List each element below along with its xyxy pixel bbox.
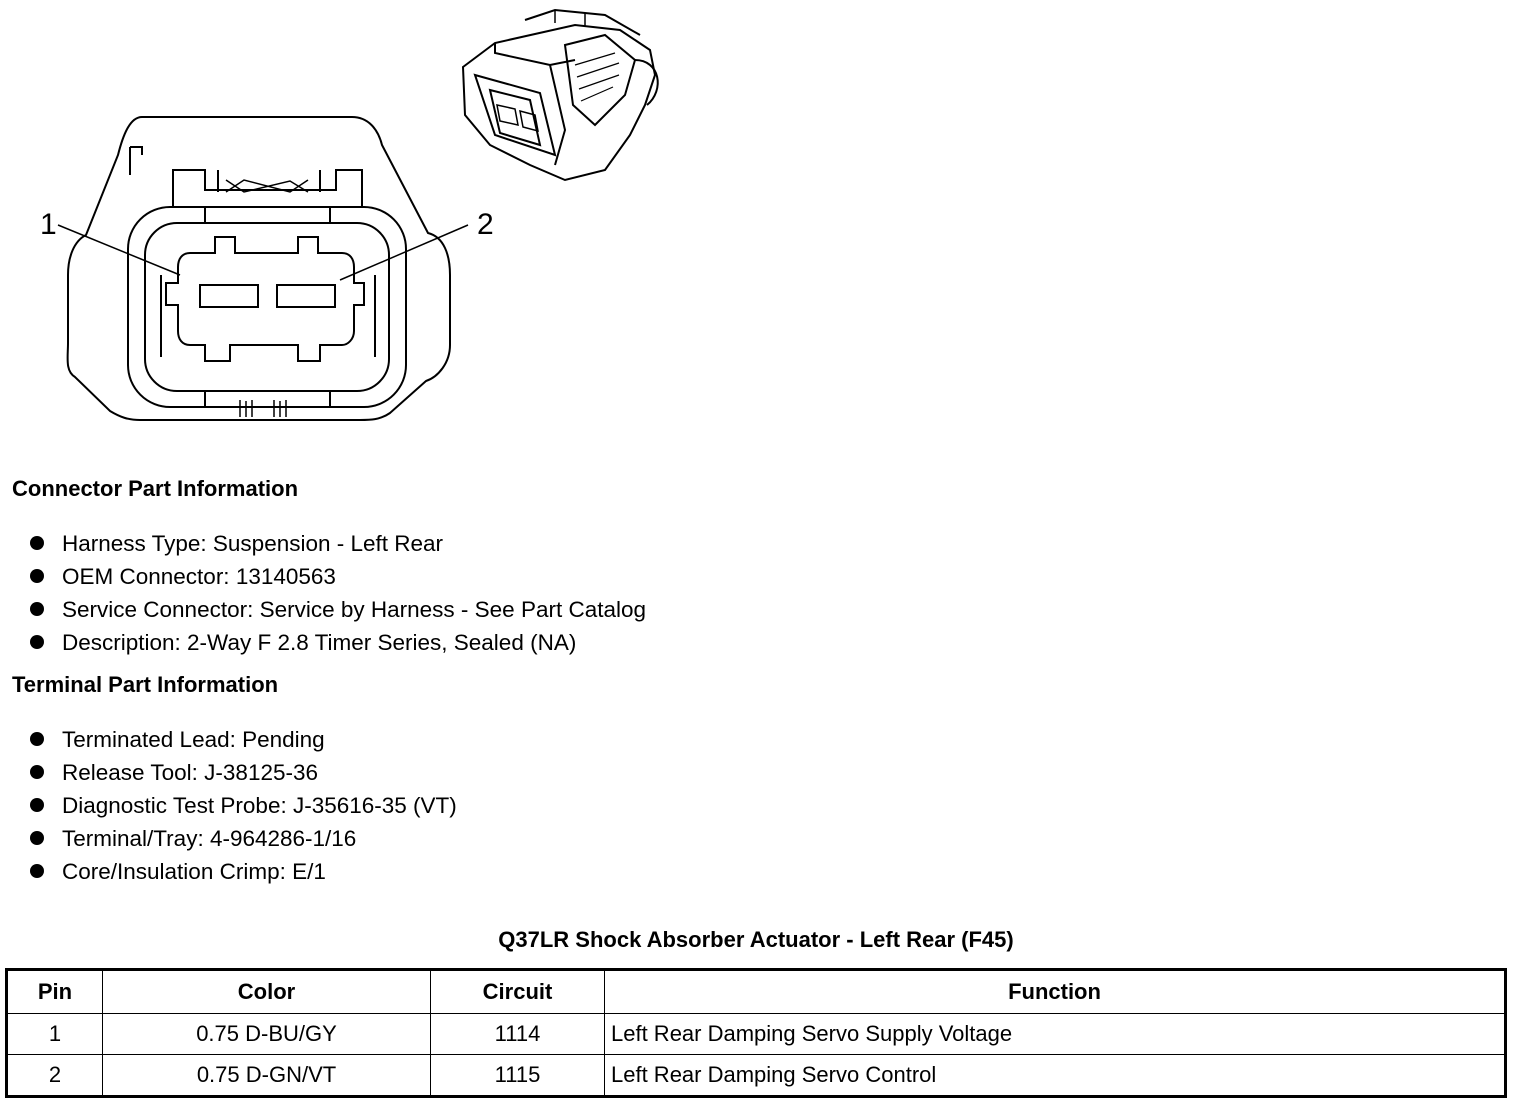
header-function: Function [604,969,1506,1014]
bullet-icon [30,864,44,878]
header-color: Color [102,969,431,1014]
terminal-info-list: Terminated Lead: Pending Release Tool: J… [30,723,457,888]
cell-circuit: 1115 [430,1054,605,1097]
table-header-row: Pin Color Circuit Function [6,969,1506,1014]
list-item: Harness Type: Suspension - Left Rear [30,527,646,560]
cell-circuit: 1114 [430,1013,605,1055]
bullet-icon [30,798,44,812]
pinout-table: Pin Color Circuit Function 1 0.75 D-BU/G… [5,968,1507,1098]
connector-info-list: Harness Type: Suspension - Left Rear OEM… [30,527,646,659]
bullet-icon [30,831,44,845]
table-row: 1 0.75 D-BU/GY 1114 Left Rear Damping Se… [6,1013,1506,1055]
bullet-icon [30,602,44,616]
header-pin: Pin [6,969,103,1014]
list-item: Terminal/Tray: 4-964286-1/16 [30,822,457,855]
table-row: 2 0.75 D-GN/VT 1115 Left Rear Damping Se… [6,1054,1506,1097]
bullet-icon [30,536,44,550]
list-item: Core/Insulation Crimp: E/1 [30,855,457,888]
pin-2-label: 2 [477,208,494,241]
cell-pin: 1 [6,1013,103,1055]
cell-color: 0.75 D-GN/VT [102,1054,431,1097]
bullet-icon [30,732,44,746]
list-item: Diagnostic Test Probe: J-35616-35 (VT) [30,789,457,822]
pin-1-label: 1 [40,208,57,241]
bullet-icon [30,569,44,583]
list-item: OEM Connector: 13140563 [30,560,646,593]
connector-face-diagram [57,116,469,421]
bullet-icon [30,635,44,649]
cell-pin: 2 [6,1054,103,1097]
list-item: Terminated Lead: Pending [30,723,457,756]
list-item: Release Tool: J-38125-36 [30,756,457,789]
pinout-table-title: Q37LR Shock Absorber Actuator - Left Rea… [498,927,1014,952]
cell-function: Left Rear Damping Servo Supply Voltage [604,1013,1506,1055]
list-item: Description: 2-Way F 2.8 Timer Series, S… [30,626,646,659]
list-item: Service Connector: Service by Harness - … [30,593,646,626]
header-circuit: Circuit [430,969,605,1014]
bullet-icon [30,765,44,779]
connector-isometric-view [461,8,659,182]
connector-info-title: Connector Part Information [12,476,299,501]
cell-function: Left Rear Damping Servo Control [604,1054,1506,1097]
cell-color: 0.75 D-BU/GY [102,1013,431,1055]
terminal-info-title: Terminal Part Information [12,672,279,697]
